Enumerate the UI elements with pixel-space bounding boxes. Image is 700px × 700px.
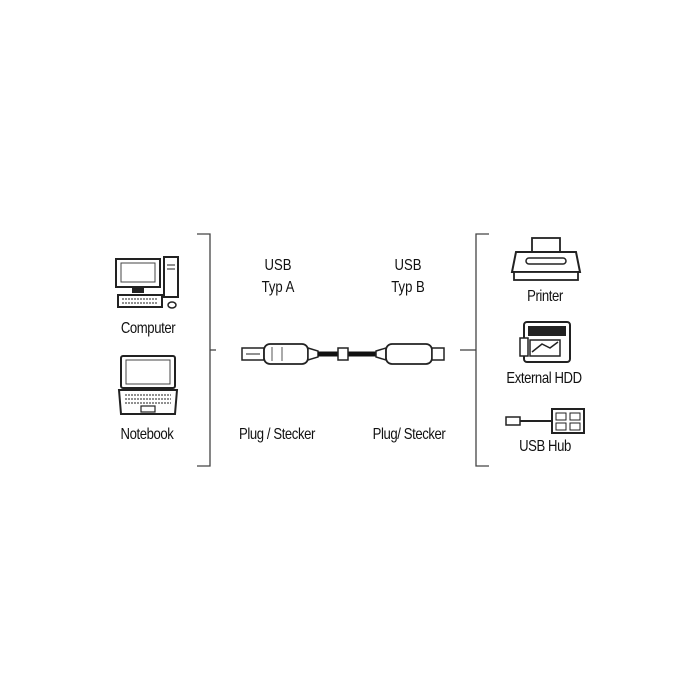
- notebook-icon: [117, 355, 179, 415]
- plug-a-caption: Plug / Stecker: [239, 426, 315, 443]
- usb-type-b-line2: Typ B: [391, 279, 425, 296]
- notebook-label: Notebook: [120, 426, 174, 443]
- usb-hub-icon: [505, 408, 585, 434]
- left-bracket: [197, 233, 216, 467]
- usb-hub-label: USB Hub: [519, 438, 571, 455]
- usb-type-a-line2: Typ A: [261, 279, 295, 296]
- usb-type-b-heading: USB Typ B: [375, 255, 441, 299]
- external-hdd-label: External HDD: [506, 370, 582, 387]
- usb-type-a-plug: [241, 343, 319, 365]
- computer-icon: [115, 256, 179, 309]
- plug-b-caption: Plug/ Stecker: [372, 426, 446, 443]
- right-bracket: [460, 233, 489, 467]
- usb-type-a-line1: USB: [264, 257, 292, 274]
- usb-type-b-line1: USB: [394, 257, 422, 274]
- ferrite-core: [337, 347, 349, 361]
- printer-label: Printer: [527, 288, 563, 305]
- usb-type-b-plug: [375, 343, 445, 365]
- printer-icon: [510, 237, 582, 281]
- usb-type-a-heading: USB Typ A: [245, 255, 311, 299]
- usb-cable-illustration: [241, 343, 445, 365]
- external-hdd-icon: [519, 321, 571, 363]
- computer-label: Computer: [120, 320, 176, 337]
